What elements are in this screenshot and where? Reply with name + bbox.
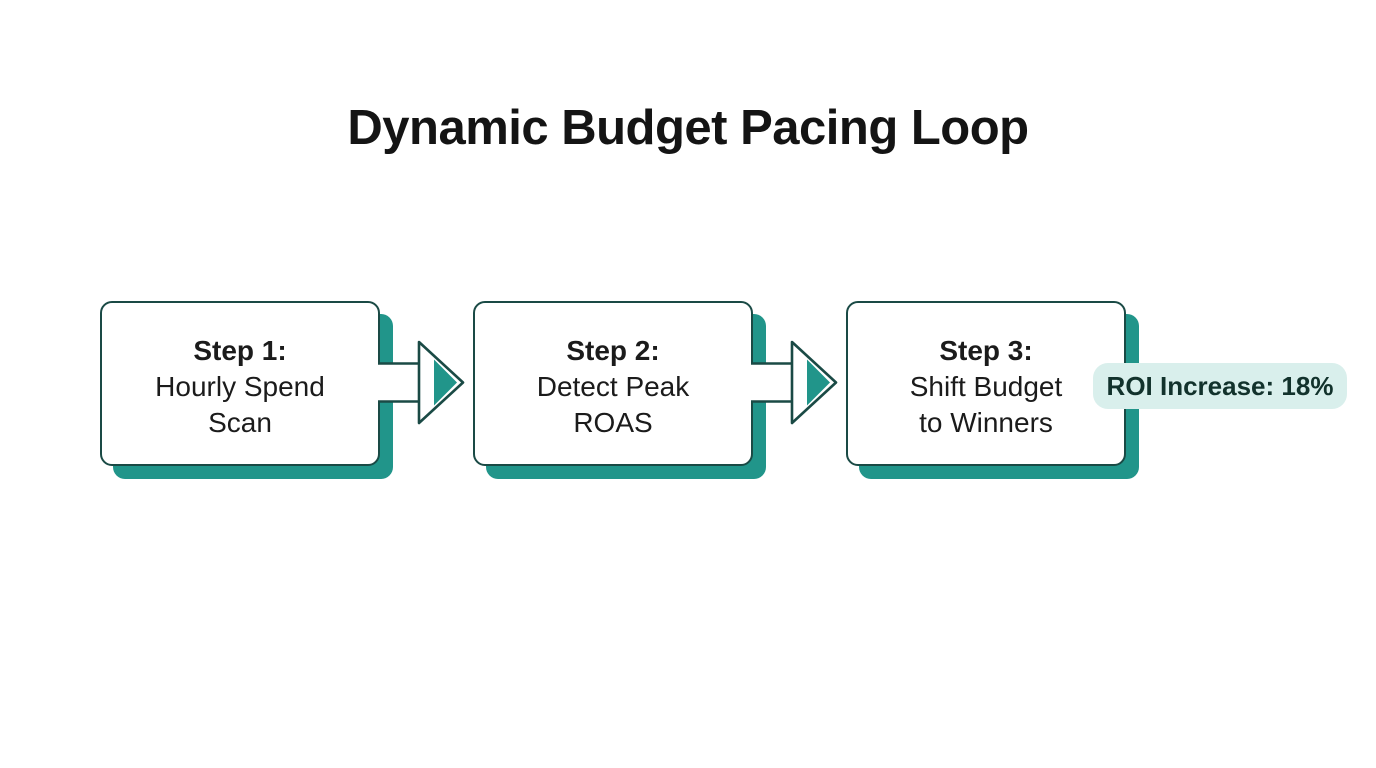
page-title: Dynamic Budget Pacing Loop	[347, 101, 1029, 155]
step-text-line: ROAS	[573, 407, 653, 438]
step-box-1: Step 1: Hourly Spend Scan	[100, 301, 380, 466]
arrow-right-icon	[370, 340, 465, 425]
step-label: Step 2:	[566, 335, 660, 366]
step-box-3: Step 3: Shift Budget to Winners	[846, 301, 1126, 466]
arrow-right-icon	[743, 340, 838, 425]
step-text-line: Shift Budget	[909, 371, 1063, 402]
step-text-line: Hourly Spend	[155, 371, 325, 402]
step-text-line: Scan	[208, 407, 272, 438]
roi-badge: ROI Increase: 18%	[1093, 363, 1347, 409]
step-text-line: Detect Peak	[536, 371, 690, 402]
step-text-line: to Winners	[919, 407, 1053, 438]
step-label: Step 1:	[193, 335, 287, 366]
step-label: Step 3:	[939, 335, 1033, 366]
step-box-2: Step 2: Detect Peak ROAS	[473, 301, 753, 466]
